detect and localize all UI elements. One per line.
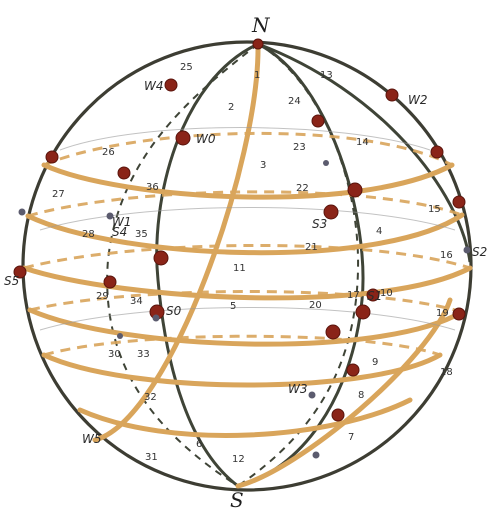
ring-5-front: [44, 355, 440, 385]
edge-number: 29: [96, 291, 109, 302]
vertex-n: [332, 409, 344, 421]
latitude-rings-back: [24, 133, 470, 355]
label-w5: W5: [82, 432, 102, 446]
label-s4: S4: [112, 225, 127, 239]
label-s2: S2: [472, 245, 487, 259]
edge-number: 9: [372, 357, 378, 368]
edge-number: 10: [380, 288, 393, 299]
label-w0: W0: [196, 132, 216, 146]
edge-number: 6: [196, 439, 202, 450]
edge-number: 19: [436, 308, 449, 319]
edge-number: 26: [102, 147, 115, 158]
vertex-f: [453, 196, 465, 208]
label-w2: W2: [408, 93, 428, 107]
edge-number: 17: [347, 290, 360, 301]
edge-number: 28: [82, 229, 95, 240]
edge-number: 33: [137, 349, 150, 360]
label-s3: S3: [312, 217, 327, 231]
vertex-j: [356, 305, 370, 319]
edge-number: 27: [52, 189, 65, 200]
vertex-l: [326, 325, 340, 339]
south-pole-label: S: [230, 488, 244, 512]
edge-number: 11: [233, 263, 246, 274]
edge-number: 4: [376, 226, 382, 237]
edge-number: 24: [288, 96, 301, 107]
edge-number: 14: [356, 137, 369, 148]
edge-number: 36: [146, 182, 159, 193]
latitude-rings-front: [24, 44, 470, 486]
edge-number: 2: [228, 102, 234, 113]
edge-number: 7: [348, 432, 354, 443]
edge-number: 8: [358, 390, 364, 401]
vertex-m: [347, 364, 359, 376]
ring-3-back: [24, 245, 470, 268]
north-pole-label: N: [251, 13, 271, 37]
edge-number: 13: [320, 70, 333, 81]
vertex-north: [253, 39, 263, 49]
edge-number: 25: [180, 62, 193, 73]
vertex-k: [453, 308, 465, 320]
edge-number: 32: [144, 392, 157, 403]
edge-number: 18: [440, 367, 453, 378]
edge-number: 1: [254, 70, 260, 81]
label-w4: W4: [144, 79, 164, 93]
edge-number: 22: [296, 183, 309, 194]
vertex-b: [118, 167, 130, 179]
label-s5: S5: [4, 274, 19, 288]
sphere-outline: [23, 42, 471, 490]
edge-number: 30: [108, 349, 121, 360]
vertex-a: [46, 151, 58, 163]
label-s0: S0: [166, 304, 182, 318]
ring-3-front: [24, 268, 470, 298]
vertex-c: [312, 115, 324, 127]
edge-number: 12: [232, 454, 245, 465]
ring-4-back: [30, 292, 462, 313]
edge-number: 3: [260, 160, 266, 171]
edge-number: 23: [293, 142, 306, 153]
label-w3: W3: [288, 382, 308, 396]
edge-number: 15: [428, 204, 441, 215]
edge-number: 5: [230, 301, 236, 312]
edge-number: 21: [305, 242, 318, 253]
vertex-h: [104, 276, 116, 288]
edge-number: 34: [130, 296, 143, 307]
ring-4-front: [30, 310, 462, 344]
vertex-g: [154, 251, 168, 265]
vertex-w0: [176, 131, 190, 145]
front-circles: [157, 44, 470, 486]
vertex-d: [431, 146, 443, 158]
edge-number: 20: [309, 300, 322, 311]
edge-number: 35: [135, 229, 148, 240]
edge-number: 31: [145, 452, 158, 463]
edge-number: 16: [440, 250, 453, 261]
vertex-e: [348, 183, 362, 197]
vertex-w2: [386, 89, 398, 101]
vertex-w4: [165, 79, 177, 91]
